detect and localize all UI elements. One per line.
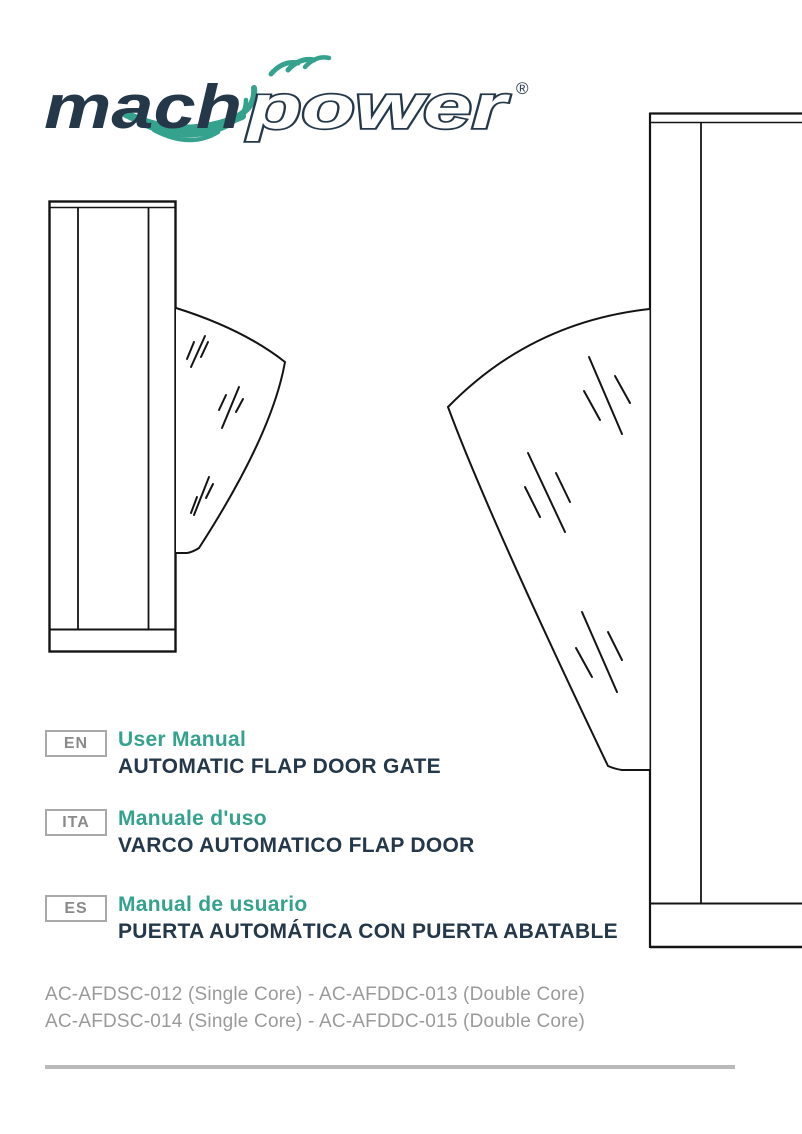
product-model-codes: AC-AFDSC-012 (Single Core) - AC-AFDDC-01… [45,981,585,1035]
language-section-ita: ITA Manuale d'uso VARCO AUTOMATICO FLAP … [45,805,705,859]
right-gate-drawing [446,112,802,949]
language-badge-en: EN [45,730,107,757]
product-name-en: AUTOMATIC FLAP DOOR GATE [118,755,441,778]
product-name-ita: VARCO AUTOMATICO FLAP DOOR [118,834,475,857]
model-codes-line-1: AC-AFDSC-012 (Single Core) - AC-AFDDC-01… [45,984,585,1005]
registered-trademark-icon: ® [516,79,529,98]
glass-reflection-hatch [524,356,631,693]
manual-title-ita: Manuale d'uso [118,807,267,830]
gate-cabinet [648,112,802,949]
gate-flap-wing [446,308,650,771]
glass-reflection-hatch [186,335,244,516]
language-badge-ita: ITA [45,809,107,836]
model-codes-line-2: AC-AFDSC-014 (Single Core) - AC-AFDDC-01… [45,1011,585,1032]
language-badge-es: ES [45,895,107,922]
logo-word-mach: mach [44,73,242,142]
brand-logo: mach power ® [44,55,529,144]
logo-wave-bottom-icon [122,85,258,143]
manual-title-es: Manual de usuario [118,893,308,916]
footer-divider [45,1065,735,1069]
language-section-en: EN User Manual AUTOMATIC FLAP DOOR GATE [45,726,705,780]
product-name-es: PUERTA AUTOMÁTICA CON PUERTA ABATABLE [118,920,618,943]
manual-title-en: User Manual [118,728,247,751]
left-gate-drawing [48,200,287,653]
logo-wave-top-icon [268,55,332,77]
language-section-es: ES Manual de usuario PUERTA AUTOMÁTICA C… [45,891,705,945]
logo-word-power: power [245,73,510,142]
gate-cabinet [48,200,177,653]
